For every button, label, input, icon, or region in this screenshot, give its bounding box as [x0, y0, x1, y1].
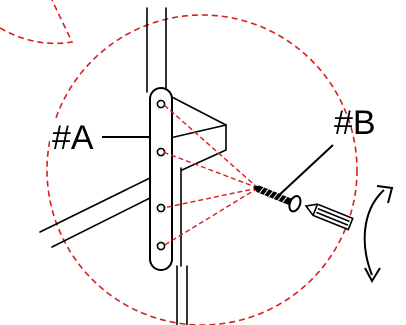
magnifier-circle — [0, 0, 358, 325]
callout-b-label: #B — [334, 104, 376, 142]
plate-hole-4 — [156, 241, 166, 251]
frame-structure — [39, 7, 227, 325]
mounting-plate — [149, 87, 173, 271]
plate-hole-2 — [156, 147, 166, 157]
plate-hole-1 — [156, 99, 166, 109]
callout-b-leader — [275, 144, 334, 199]
plate-hole-3 — [156, 203, 166, 213]
callout-labels: #A #B — [50, 104, 376, 157]
callout-a-label: #A — [52, 119, 94, 157]
callout-leaders — [100, 136, 334, 199]
screwdriver-icon — [304, 203, 354, 231]
screw-icon — [253, 185, 302, 213]
rotation-arrow-icon — [363, 185, 394, 284]
screw-guide-lines — [162, 103, 259, 247]
